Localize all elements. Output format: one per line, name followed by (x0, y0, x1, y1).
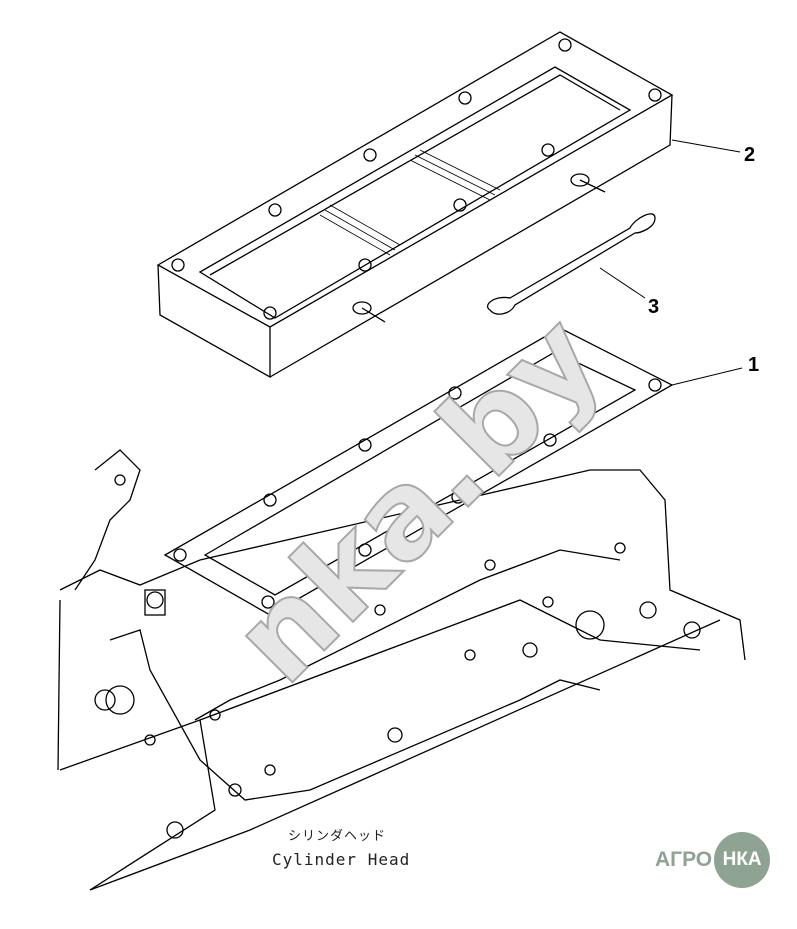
cover-bolt-holes (171, 38, 662, 320)
callout-2: 2 (744, 144, 756, 166)
cylinder-head (57, 449, 746, 891)
logo-circle: НКА (714, 832, 771, 888)
cover-part-2 (156, 31, 674, 379)
leader-lines (599, 139, 743, 386)
logo-text: АГРО (655, 848, 713, 871)
callout-3: 3 (648, 296, 660, 318)
caption-english: Cylinder Head (272, 850, 411, 869)
gasket-bolt-holes (173, 333, 662, 609)
caption-japanese: シリンダヘッド (288, 829, 387, 844)
callout-1: 1 (748, 354, 760, 376)
cover-ribs (319, 149, 501, 256)
cover-studs (352, 173, 606, 323)
wire-part-3 (486, 213, 656, 315)
logo: АГРО НКА (655, 830, 771, 890)
